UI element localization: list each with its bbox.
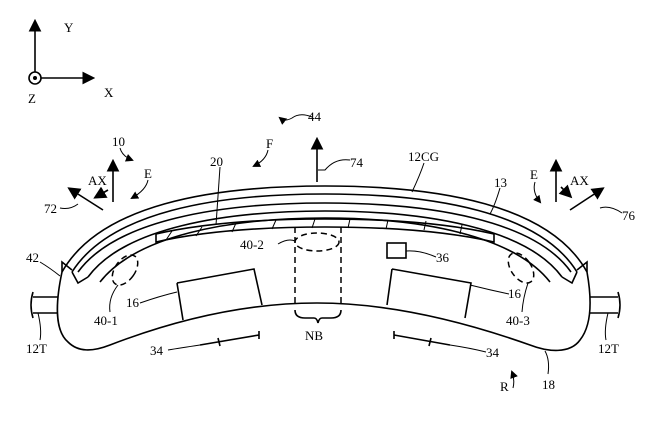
sensor-40-1: [111, 254, 139, 286]
ax-arrow-left: [93, 186, 109, 199]
z-axis-out-of-page-icon: [28, 71, 42, 85]
y-axis-label: Y: [64, 20, 74, 35]
label-40-3: 40-3: [506, 313, 530, 328]
z-axis-label: Z: [28, 91, 36, 106]
arrow-72: [67, 187, 104, 211]
label-e-left: E: [144, 166, 152, 181]
label-40-2: 40-2: [240, 237, 264, 252]
label-72: 72: [44, 201, 57, 216]
sensor-40-2: [294, 232, 340, 252]
nose-bridge-region: [294, 227, 342, 303]
dimension-34-right: [393, 331, 451, 347]
sensor-40-3: [507, 252, 535, 284]
label-r: R: [500, 379, 509, 394]
ax-arrow-right: [558, 184, 573, 199]
label-76: 76: [622, 208, 636, 223]
nose-bridge-brace: [294, 309, 342, 324]
right-strap: [590, 291, 621, 319]
label-34-left: 34: [150, 343, 164, 358]
label-44: 44: [308, 109, 322, 124]
coordinate-axes: Y X Z: [28, 18, 114, 106]
left-optical-module: [176, 268, 263, 321]
label-12t-left: 12T: [26, 341, 47, 356]
label-34-right: 34: [486, 345, 500, 360]
cover-layers: [61, 185, 588, 285]
reference-labels: 44 10 E F 20 74 12CG 13 E AX 76 AX 72 42…: [26, 109, 636, 394]
dimension-34-left: [199, 331, 260, 347]
label-40-1: 40-1: [94, 313, 118, 328]
label-f: F: [266, 136, 273, 151]
housing-outline: [56, 271, 591, 352]
label-ax-right: AX: [570, 173, 589, 188]
component-36: [386, 242, 407, 259]
z-axis-dot: [33, 76, 37, 80]
label-12t-right: 12T: [598, 341, 619, 356]
left-strap: [30, 291, 58, 319]
label-42: 42: [26, 250, 39, 265]
straps: [30, 291, 621, 319]
label-36: 36: [436, 250, 450, 265]
display-panel: [155, 218, 495, 244]
label-nb: NB: [305, 328, 323, 343]
leader-lines: [37, 114, 623, 389]
label-10: 10: [112, 134, 125, 149]
label-74: 74: [350, 155, 364, 170]
label-ax-left: AX: [88, 173, 107, 188]
label-12cg: 12CG: [408, 149, 439, 164]
right-optical-module: [386, 268, 472, 319]
label-13: 13: [494, 175, 507, 190]
arrow-76: [569, 187, 605, 211]
x-axis-label: X: [104, 85, 114, 100]
label-16-left: 16: [126, 295, 140, 310]
label-e-right: E: [530, 167, 538, 182]
label-20: 20: [210, 154, 223, 169]
label-18: 18: [542, 377, 555, 392]
label-16-right: 16: [508, 286, 522, 301]
